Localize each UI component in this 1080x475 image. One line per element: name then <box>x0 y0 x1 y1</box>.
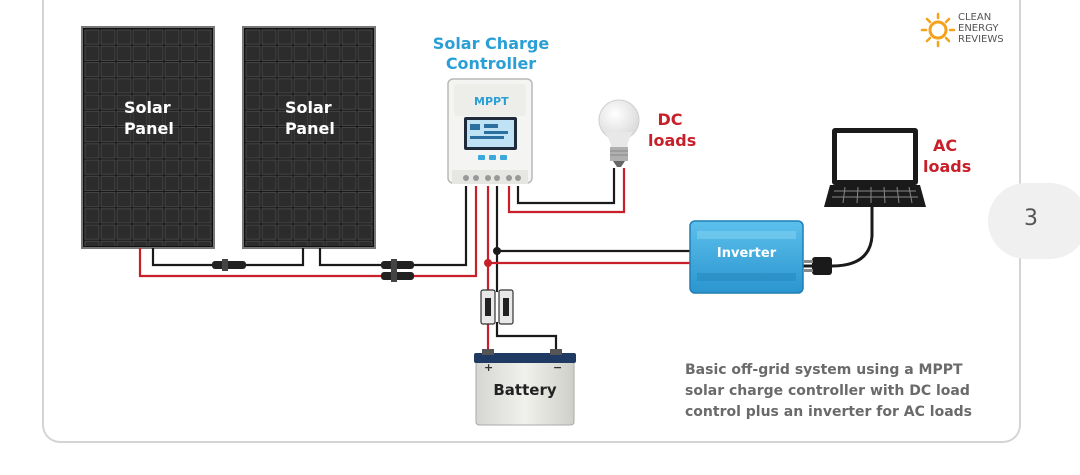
logo-line-1: CLEAN <box>958 12 992 23</box>
fuses <box>480 289 514 325</box>
mppt-label: MPPT <box>474 95 509 108</box>
panel-1-label-line-2: Panel <box>124 119 174 138</box>
dc-loads-line-2: loads <box>648 131 697 150</box>
system-wiring <box>486 168 874 352</box>
battery-label: Battery <box>493 381 557 399</box>
caption-line-1: Basic off-grid system using a MPPT <box>685 362 963 378</box>
page-number: 3 <box>1024 206 1038 231</box>
logo-line-2: ENERGY <box>958 23 999 34</box>
caption-line-3: control plus an inverter for AC loads <box>685 404 972 420</box>
light-bulb-icon <box>598 99 640 167</box>
plug-icon <box>804 257 832 275</box>
panel-2-label-line-1: Solar <box>285 98 332 117</box>
dc-loads-label: DC loads <box>648 109 697 151</box>
sun-logo-icon <box>920 12 956 48</box>
panel-1-label-line-1: Solar <box>124 98 171 117</box>
battery-plus-label: + <box>484 361 494 374</box>
clean-energy-reviews-logo: CLEAN ENERGY REVIEWS <box>958 12 1004 45</box>
controller-title-line-1: Solar Charge <box>432 34 550 53</box>
ac-loads-line-1: AC <box>932 136 958 155</box>
logo-line-3: REVIEWS <box>958 34 1004 45</box>
diagram-caption: Basic off-grid system using a MPPT solar… <box>685 360 1005 423</box>
battery <box>474 349 576 426</box>
ac-loads-line-2: loads <box>923 157 972 176</box>
controller-title: Solar Charge Controller <box>430 34 552 74</box>
caption-line-2: solar charge controller with DC load <box>685 383 970 399</box>
inverter <box>689 220 804 294</box>
battery-minus-label: − <box>553 361 563 374</box>
controller-title-line-2: Controller <box>445 54 537 73</box>
charge-controller <box>447 78 533 184</box>
solar-panel-2-label: Solar Panel <box>285 97 335 139</box>
solar-panel-2 <box>242 26 376 249</box>
inverter-label: Inverter <box>716 246 777 261</box>
junction-dot-black <box>493 247 501 255</box>
laptop-icon <box>824 128 926 207</box>
solar-panel-1 <box>81 26 215 249</box>
panel-wiring <box>138 186 478 278</box>
dc-loads-line-1: DC <box>657 110 683 129</box>
junction-dot-red <box>484 259 492 267</box>
ac-loads-label: AC loads <box>923 135 972 177</box>
solar-panel-1-label: Solar Panel <box>124 97 174 139</box>
page-indicator[interactable] <box>988 183 1080 259</box>
panel-2-label-line-2: Panel <box>285 119 335 138</box>
mc4-connectors <box>212 259 414 282</box>
